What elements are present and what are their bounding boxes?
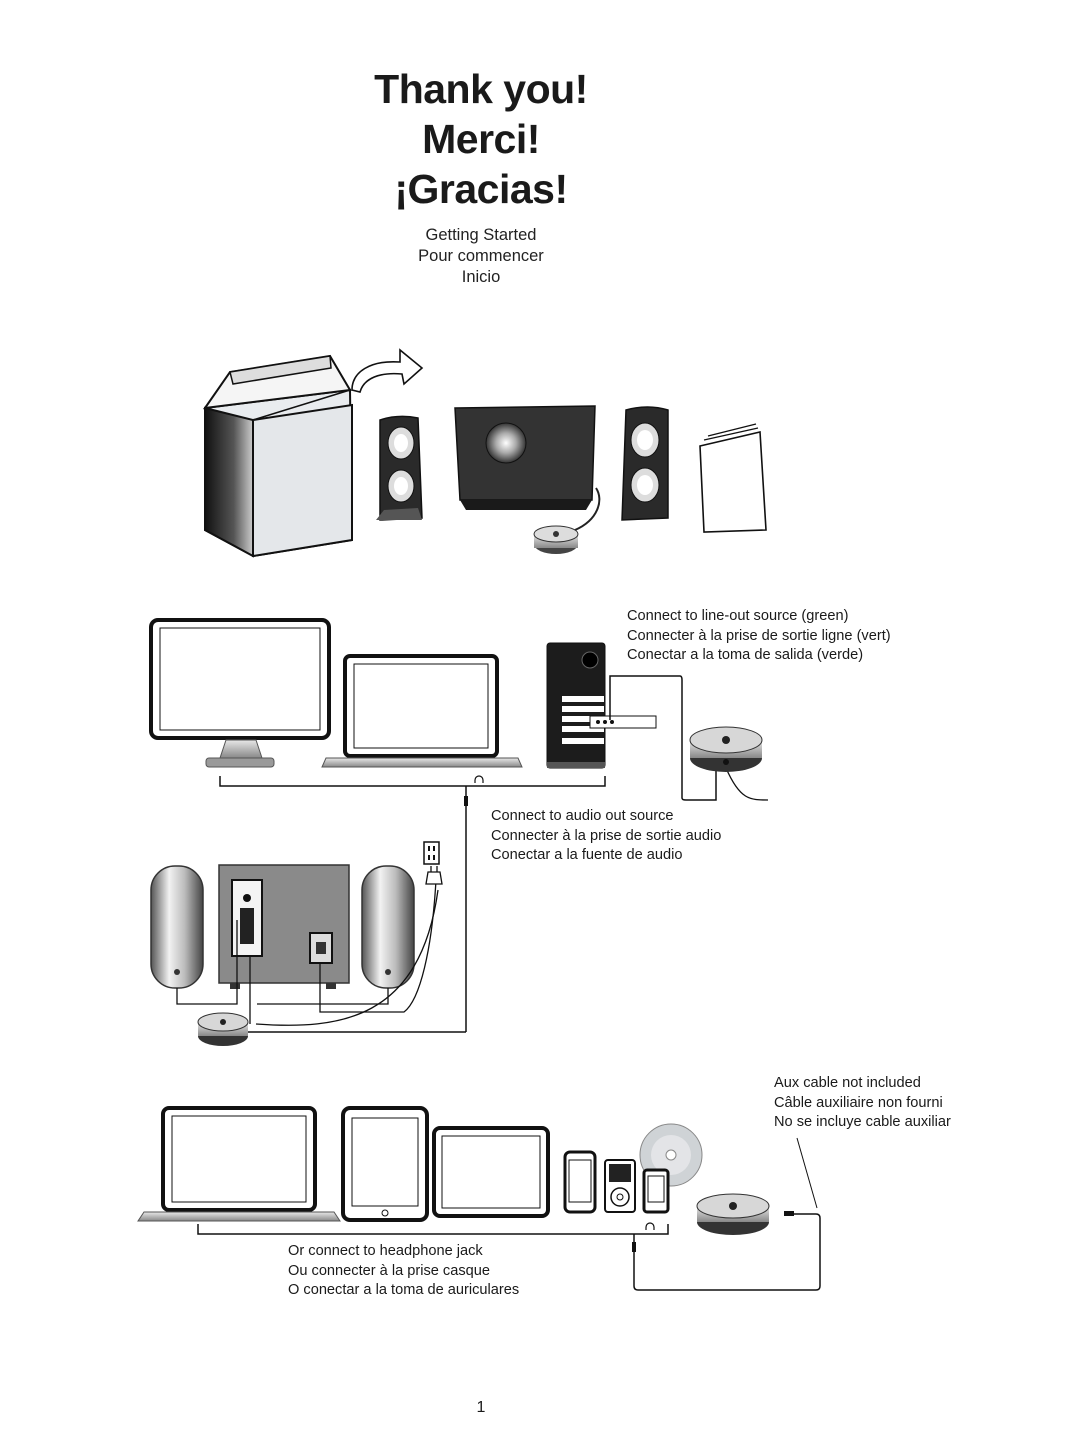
subtitle-pour-commencer: Pour commencer [418,247,544,265]
wall-outlet-icon [423,841,440,865]
subwoofer-icon [454,405,596,510]
caption-headphone-en: Or connect to headphone jack [288,1243,483,1259]
tablet-icon [341,1106,429,1222]
satellite-speaker-icon [376,415,423,521]
caption-line-out-es: Conectar a la toma de salida (verde) [627,647,864,663]
caption-audio-out-en: Connect to audio out source [491,808,674,824]
laptop-icon [321,654,523,768]
satellite-speaker-icon [150,865,204,989]
title-merci: Merci! [422,116,540,162]
power-plug-icon [425,866,443,885]
caption-audio-out: Connect to audio out source Connecter à … [491,807,721,866]
tower-pc-icon [546,642,606,769]
caption-headphone: Or connect to headphone jack Ou connecte… [288,1242,519,1301]
headphone-icon [645,1222,655,1230]
caption-headphone-fr: Ou connecter à la prise casque [288,1262,490,1279]
caption-headphone-es: O conectar a la toma de auriculares [288,1282,520,1298]
manual-icon [699,423,767,533]
title-gracias: ¡Gracias! [394,166,568,212]
caption-aux-cable-fr: Câble auxiliaire non fourni [774,1094,943,1111]
caption-aux-cable: Aux cable not included Câble auxiliaire … [774,1074,951,1133]
monitor-icon [149,618,331,768]
title-thank-you: Thank you! [374,66,588,112]
control-pod-icon [689,726,763,772]
subtitle-inicio: Inicio [461,268,501,286]
box-icon [202,354,354,558]
caption-line-out-en: Connect to line-out source (green) [627,608,849,624]
satellite-speaker-icon [361,865,415,989]
media-player-icon [604,1159,636,1213]
page-number: 1 [476,1399,486,1416]
laptop-icon [137,1106,341,1222]
caption-line-out: Connect to line-out source (green) Conne… [627,607,891,666]
control-pod-icon [197,1012,249,1046]
headphone-icon [474,775,484,783]
caption-audio-out-es: Conectar a la fuente de audio [491,847,683,863]
subwoofer-icon [218,864,350,989]
subtitle-getting-started: Getting Started [425,226,537,244]
smartphone-icon [642,1168,670,1214]
caption-audio-out-fr: Connecter à la prise de sortie audio [491,827,722,844]
caption-line-out-fr: Connecter à la prise de sortie ligne (ve… [627,627,891,644]
arrow-icon [351,348,424,393]
satellite-speaker-icon [621,406,669,521]
caption-aux-cable-es: No se incluye cable auxiliar [774,1114,951,1130]
smartphone-icon [563,1150,597,1214]
caption-aux-cable-en: Aux cable not included [774,1075,921,1091]
control-pod-icon [533,525,579,554]
tablet-icon [432,1126,550,1218]
control-pod-icon [696,1193,770,1235]
